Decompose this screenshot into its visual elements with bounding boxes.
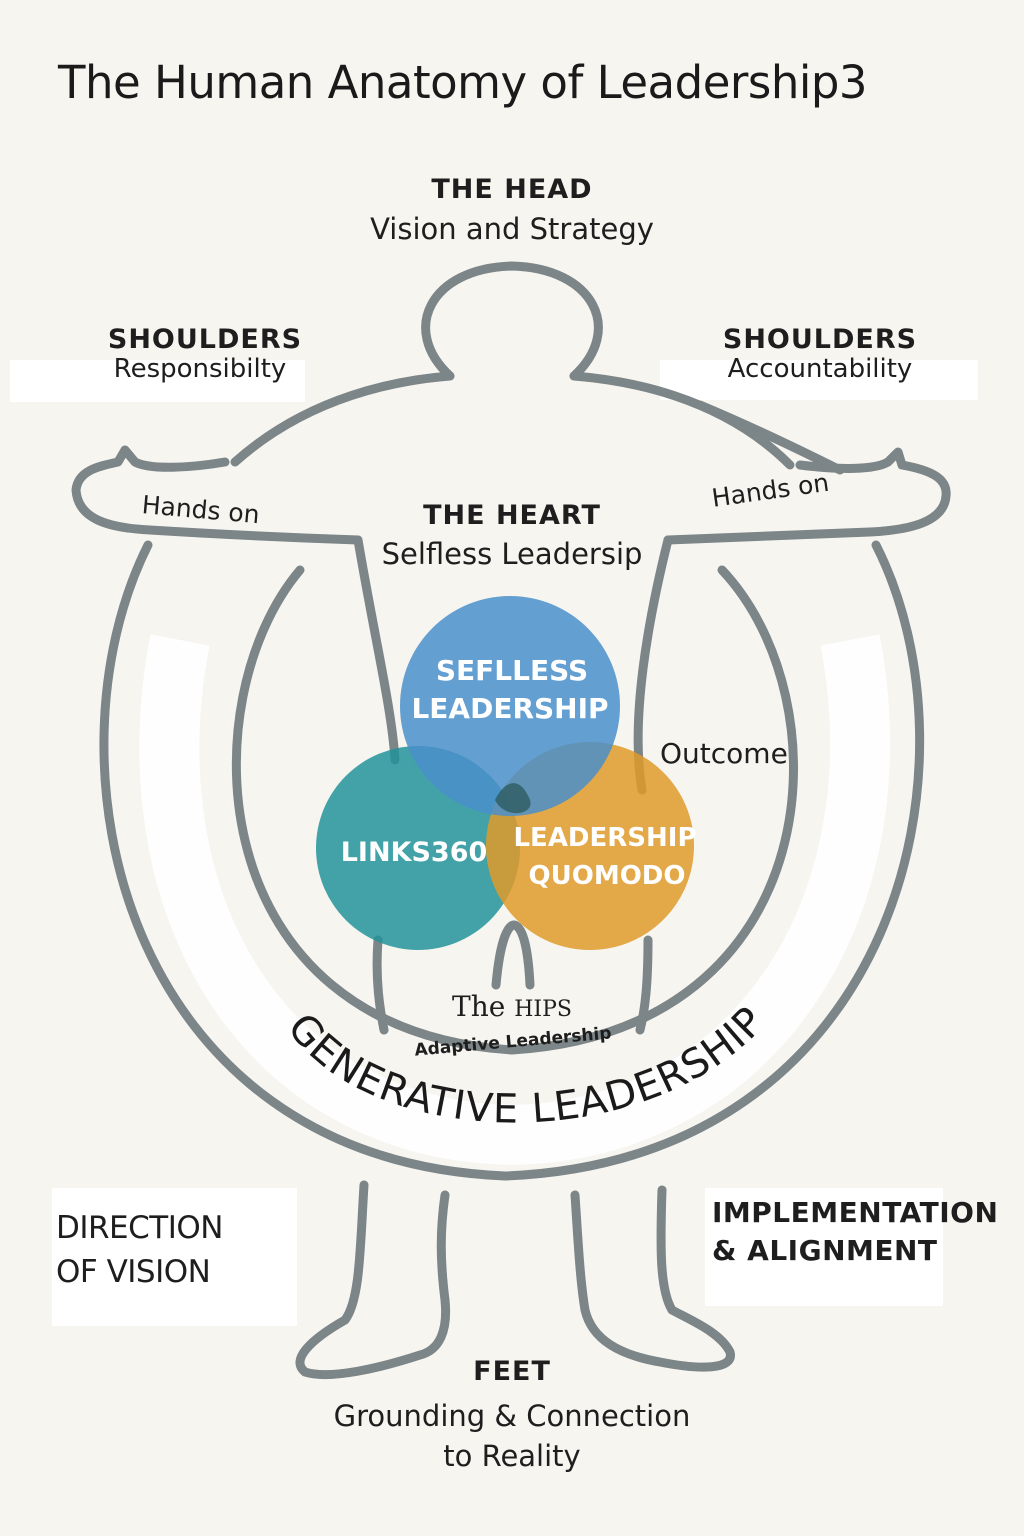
heart-title: THE HEART	[423, 500, 601, 531]
feet-line1: Grounding & Connection	[333, 1399, 691, 1433]
direction-of-vision-label: DIRECTION OF VISION	[56, 1206, 223, 1294]
venn-right-label-line2: QUOMODO	[529, 861, 686, 891]
left-hip-line	[372, 935, 389, 1035]
implementation-line1: IMPLEMENTATION	[712, 1196, 999, 1229]
right-upper-arm	[695, 400, 845, 475]
venn-left-label: LINKS360	[341, 837, 488, 868]
feet-line2: to Reality	[443, 1439, 581, 1473]
right-arm	[663, 447, 951, 545]
arc-band	[139, 634, 891, 1166]
left-shoulders-subtitle: Responsibilty	[113, 354, 287, 384]
hips-title-suffix: HIPS	[514, 997, 572, 1022]
implementation-alignment-label: IMPLEMENTATION & ALIGNMENT	[712, 1194, 998, 1270]
inner-arc	[231, 565, 798, 1055]
venn-right-label-line1: LEADERSHIP	[513, 823, 696, 853]
label-bg-implementation	[705, 1188, 943, 1306]
venn-top-label-line2: LEADERSHIP	[411, 692, 608, 725]
label-bg-right-shoulders	[660, 360, 978, 400]
left-shoulders-title: SHOULDERS	[107, 324, 303, 355]
right-shoulders-title: SHOULDERS	[722, 324, 918, 355]
feet-subtitle: Grounding & Connection to Reality	[0, 1396, 1024, 1476]
venn-overlap-center	[495, 783, 531, 814]
left-arm	[71, 445, 363, 545]
direction-line1: DIRECTION	[56, 1210, 223, 1246]
head-title: THE HEAD	[431, 174, 593, 205]
label-bg-left-shoulders	[10, 360, 305, 402]
direction-line2: OF VISION	[56, 1254, 211, 1290]
right-shoulder-line	[569, 371, 795, 470]
outer-arc	[99, 540, 925, 1181]
left-leg	[295, 1180, 451, 1379]
page-title: The Human Anatomy of Leadership3	[58, 56, 868, 109]
hips-title-prefix: The	[452, 990, 515, 1023]
label-bg-direction	[52, 1188, 297, 1326]
crotch-line	[491, 920, 535, 990]
right-shoulders-subtitle: Accountability	[727, 354, 913, 384]
heart-subtitle: Selfless Leadersip	[381, 537, 643, 571]
head-outline	[421, 261, 603, 381]
left-torso	[353, 535, 400, 765]
right-hip-line	[635, 935, 653, 1035]
implementation-line2: & ALIGNMENT	[712, 1234, 938, 1267]
venn-top-label-line1: SEFLLESS	[436, 654, 588, 687]
left-shoulder-line	[230, 371, 455, 467]
venn-diagram	[316, 596, 694, 950]
feet-title: FEET	[473, 1356, 551, 1387]
head-subtitle: Vision and Strategy	[370, 212, 654, 246]
outcome-label: Outcome	[660, 737, 788, 770]
hips-title: The HIPS	[0, 990, 1024, 1023]
venn-circle-selfless-leadership	[400, 596, 620, 816]
right-leg	[570, 1185, 735, 1372]
